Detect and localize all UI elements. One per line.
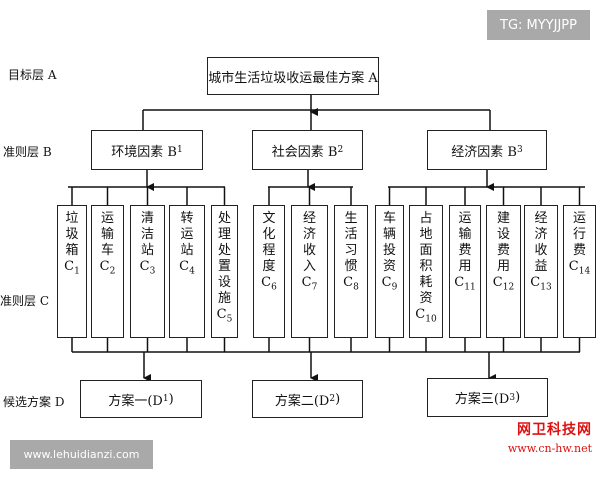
criterion-c-code: C14	[568, 259, 591, 277]
criterion-c-label: 清洁站	[140, 211, 154, 258]
site-watermark-badge: www.lehuidianzi.com	[10, 440, 153, 469]
criterion-c-code: C4	[179, 259, 195, 277]
criterion-c-index: 8	[353, 282, 359, 293]
criterion-c-code: C11	[454, 275, 476, 293]
criterion-c-index: 1	[74, 266, 80, 277]
criterion-c-code: C7	[301, 275, 318, 293]
criterion-c-index: 11	[464, 282, 476, 293]
criterion-c-label: 车辆投资	[382, 211, 396, 274]
paren: )	[515, 390, 521, 405]
level-label-d: 候选方案 D	[3, 395, 65, 409]
paren: )	[168, 391, 174, 407]
criterion-c-index: 6	[271, 282, 277, 293]
criterion-c-label: 生活习惯	[344, 211, 358, 274]
criterion-c-index: 4	[189, 266, 195, 277]
level-label-a: 目标层 A	[8, 68, 57, 82]
criterion-c-label: 经济收入	[302, 211, 316, 274]
alternative-d2-sub: 2	[329, 394, 336, 404]
criterion-c-index: 14	[578, 266, 591, 277]
criterion-b2-label: 社会因素 B	[271, 144, 338, 160]
level-label-b: 准则层 B	[3, 145, 52, 159]
criterion-c-index: 7	[311, 282, 318, 293]
red-watermark-title: 网卫科技网	[517, 422, 592, 438]
criterion-c-code: C12	[492, 275, 515, 293]
alternative-d3-label: 方案三(D	[454, 392, 510, 407]
criterion-c-label: 处理处置设施	[217, 211, 231, 306]
criterion-c-index: 3	[149, 266, 156, 277]
criterion-c-label: 运输费用	[458, 211, 472, 274]
criterion-c-label: 建设费用	[496, 211, 510, 274]
criterion-b2-sub: 2	[337, 145, 344, 155]
alternative-d2-label: 方案二(D	[274, 393, 330, 409]
criterion-c-code: C9	[381, 275, 398, 293]
criterion-c-index: 13	[540, 282, 552, 293]
goal-label: 城市生活垃圾收运最佳方案 A	[208, 70, 378, 86]
criterion-b3-sub: 3	[516, 145, 523, 155]
tg-watermark-badge: TG: MYYJJPP	[487, 10, 590, 40]
criterion-c-index: 12	[502, 282, 515, 293]
criterion-c-code: C10	[415, 307, 437, 325]
paren: )	[335, 391, 341, 407]
criterion-b1-sub: 1	[176, 145, 183, 155]
criterion-c-code: C8	[343, 275, 359, 293]
alternative-d3-sub: 3	[509, 392, 516, 403]
criterion-c-index: 2	[109, 266, 116, 277]
criterion-c-label: 运行费	[572, 211, 586, 258]
criterion-c-code: C2	[99, 259, 116, 277]
criterion-c-code: C6	[261, 275, 277, 293]
alternative-d1-label: 方案一(D	[108, 393, 163, 409]
criterion-c-index: 9	[391, 282, 398, 293]
level-label-c: 准则层 C	[0, 294, 49, 308]
criterion-b3-label: 经济因素 B	[451, 144, 517, 160]
criterion-c-label: 垃圾箱	[65, 211, 79, 258]
red-watermark-url: www.cn-hw.net	[507, 442, 592, 455]
criterion-c-code: C3	[139, 259, 156, 277]
criterion-c-index: 10	[425, 314, 437, 325]
criterion-c-label: 转运站	[180, 211, 194, 258]
criterion-c-code: C5	[216, 307, 233, 325]
criterion-c-label: 文化程度	[262, 211, 276, 274]
criterion-c-label: 占地面积耗资	[419, 211, 433, 306]
criterion-b1-label: 环境因素 B	[111, 144, 177, 160]
criterion-c-label: 运输车	[100, 211, 114, 258]
criterion-c-index: 5	[226, 314, 233, 325]
goal-box: 城市生活垃圾收运最佳方案 A	[207, 57, 379, 95]
alternative-d1-sub: 1	[162, 394, 169, 404]
criterion-c-code: C1	[64, 259, 80, 277]
criterion-c-code: C13	[530, 275, 552, 293]
criterion-c-label: 经济收益	[534, 211, 548, 274]
